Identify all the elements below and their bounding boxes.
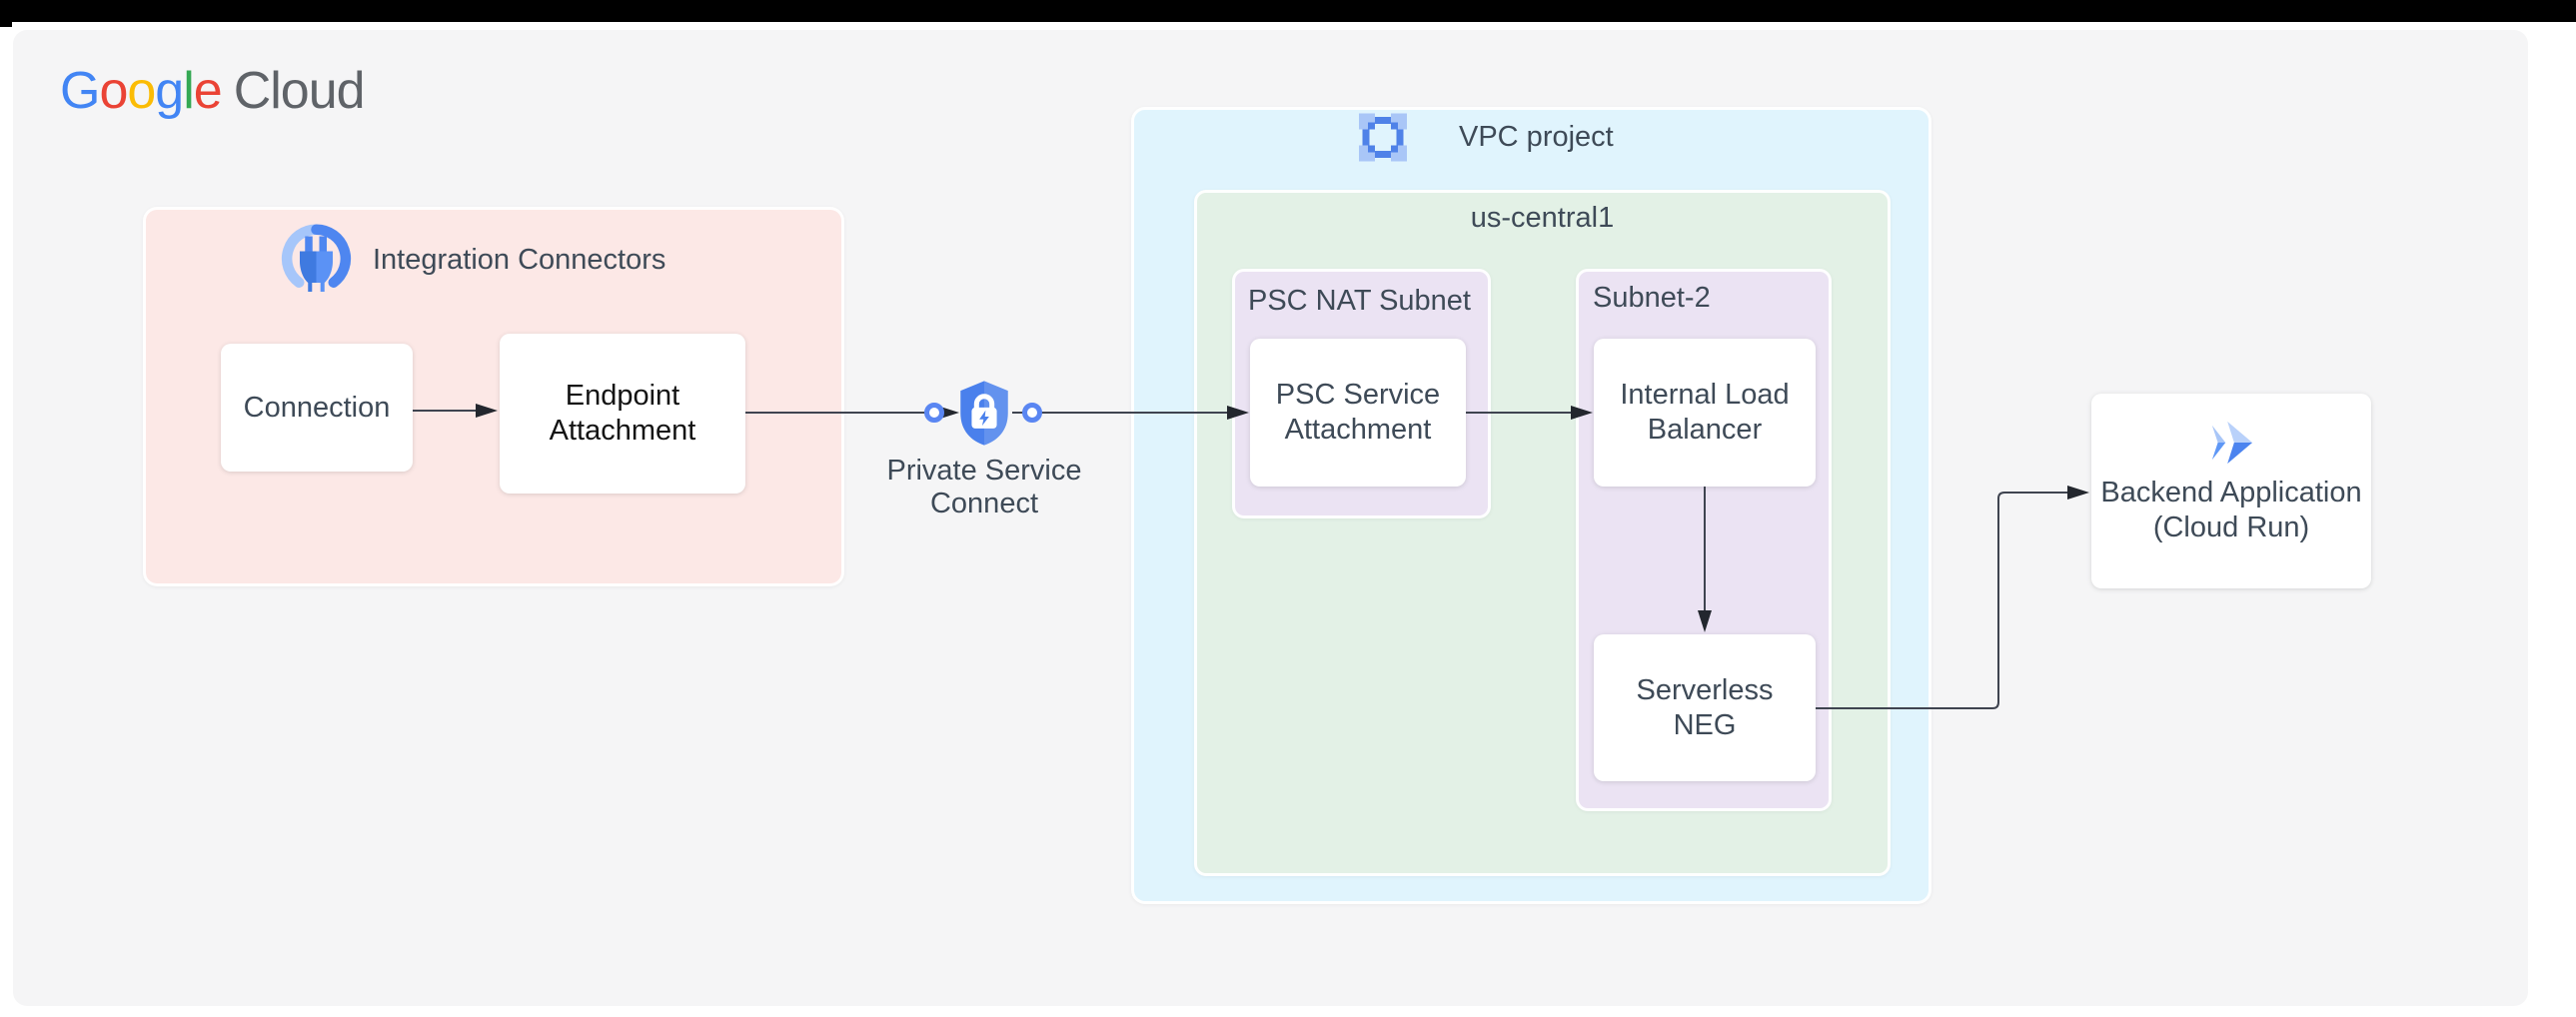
shield-lock-icon bbox=[960, 381, 1008, 446]
internal-load-balancer-label: Internal Load Balancer bbox=[1620, 379, 1790, 446]
psc-nat-subnet-label: PSC NAT Subnet bbox=[1248, 285, 1471, 317]
window-corner-notch bbox=[0, 0, 12, 27]
window-top-bar bbox=[0, 0, 2576, 22]
integration-connectors-header: Integration Connectors bbox=[280, 223, 665, 298]
logo-letter: G bbox=[60, 62, 100, 120]
serverless-neg-label: Serverless NEG bbox=[1636, 673, 1774, 741]
serverless-neg-node: Serverless NEG bbox=[1594, 634, 1816, 781]
connection-label: Connection bbox=[243, 391, 391, 424]
plug-icon bbox=[281, 224, 352, 292]
endpoint-attachment-node: Endpoint Attachment bbox=[500, 334, 745, 494]
vpc-network-icon bbox=[1359, 113, 1407, 162]
connection-node: Connection bbox=[221, 344, 413, 472]
vpc-project-label: VPC project bbox=[1459, 121, 1614, 153]
logo-letter: l bbox=[183, 62, 195, 120]
logo-letter: g bbox=[155, 62, 184, 120]
integration-connectors-label: Integration Connectors bbox=[373, 244, 666, 276]
cloud-run-icon bbox=[2211, 421, 2253, 465]
psc-service-attachment-label: PSC Service Attachment bbox=[1275, 379, 1441, 446]
backend-application-label: Backend Application (Cloud Run) bbox=[2100, 477, 2362, 543]
logo-cloud-word: Cloud bbox=[233, 62, 366, 120]
logo-letter: o bbox=[99, 62, 128, 120]
region-label: us-central1 bbox=[1470, 202, 1615, 234]
vpc-project-header: VPC project bbox=[1359, 113, 1614, 162]
backend-application-node: Backend Application (Cloud Run) bbox=[2091, 394, 2371, 588]
logo-letter: e bbox=[193, 62, 223, 120]
logo-letter: o bbox=[127, 62, 156, 120]
endpoint-attachment-label: Endpoint Attachment bbox=[549, 380, 696, 447]
psc-service-attachment-node: PSC Service Attachment bbox=[1250, 339, 1466, 487]
subnet-2-label: Subnet-2 bbox=[1593, 282, 1711, 314]
internal-load-balancer-node: Internal Load Balancer bbox=[1594, 339, 1816, 487]
private-service-connect-label: Private Service Connect bbox=[886, 455, 1082, 520]
